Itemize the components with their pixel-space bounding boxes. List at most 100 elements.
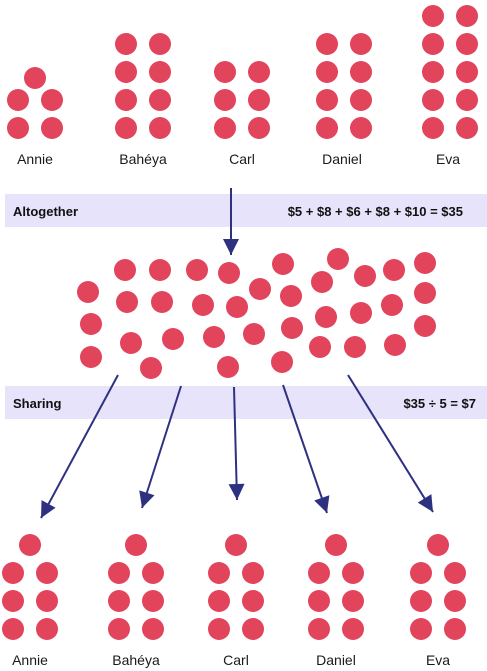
pool-coin — [414, 315, 436, 337]
top-coin — [115, 117, 137, 139]
top-coin — [456, 5, 478, 27]
top-coin — [456, 33, 478, 55]
altogether-equation: $5 + $8 + $6 + $8 + $10 = $35 — [288, 204, 463, 219]
top-coin — [149, 89, 171, 111]
pool-coin — [203, 326, 225, 348]
arrows-group — [40, 188, 434, 519]
bottom-coin — [427, 534, 449, 556]
pool-coin — [120, 332, 142, 354]
top-coin — [41, 117, 63, 139]
pool-coin — [226, 296, 248, 318]
bottom-coin — [242, 590, 264, 612]
top-coin — [456, 89, 478, 111]
pool-coin — [414, 282, 436, 304]
bottom-coin — [342, 562, 364, 584]
pool-coin — [311, 271, 333, 293]
bottom-coin — [342, 618, 364, 640]
top-coin — [248, 61, 270, 83]
bottom-coin — [2, 590, 24, 612]
top-name-baheya: Bahéya — [119, 151, 167, 167]
top-coin — [422, 33, 444, 55]
bottom-coin — [410, 590, 432, 612]
top-coin — [115, 89, 137, 111]
top-coin — [214, 117, 236, 139]
top-coin — [214, 61, 236, 83]
top-coin — [115, 61, 137, 83]
top-coin — [456, 117, 478, 139]
arrow-line — [233, 386, 238, 501]
top-coin — [350, 117, 372, 139]
bottom-name-daniel: Daniel — [316, 652, 356, 668]
bottom-coin — [2, 562, 24, 584]
pool-coin — [315, 306, 337, 328]
bottom-coin — [142, 618, 164, 640]
arrow-head — [228, 483, 245, 500]
top-coin — [316, 89, 338, 111]
top-coin — [422, 89, 444, 111]
sharing-band — [5, 386, 487, 419]
pool-coin — [162, 328, 184, 350]
top-coin — [248, 89, 270, 111]
pool-coin — [309, 336, 331, 358]
arrow-line — [141, 385, 182, 509]
bottom-coin — [242, 562, 264, 584]
top-name-eva: Eva — [436, 151, 460, 167]
top-coin — [456, 61, 478, 83]
pool-coin — [383, 259, 405, 281]
bottom-coin — [308, 562, 330, 584]
pool-coin — [116, 291, 138, 313]
bottom-coin — [142, 562, 164, 584]
pool-coin — [249, 278, 271, 300]
pool-coin — [140, 357, 162, 379]
top-coin — [422, 61, 444, 83]
top-coin — [422, 117, 444, 139]
pool-coin — [243, 323, 265, 345]
bottom-coin — [2, 618, 24, 640]
bottom-coin — [208, 590, 230, 612]
pool-coin — [186, 259, 208, 281]
top-coin — [115, 33, 137, 55]
sharing-label: Sharing — [13, 396, 61, 411]
top-coin — [316, 117, 338, 139]
bottom-name-baheya: Bahéya — [112, 652, 160, 668]
bottom-coin — [342, 590, 364, 612]
bottom-name-carl: Carl — [223, 652, 249, 668]
bottom-name-eva: Eva — [426, 652, 450, 668]
sharing-equation: $35 ÷ 5 = $7 — [403, 396, 476, 411]
pool-coin — [192, 294, 214, 316]
top-coin — [350, 61, 372, 83]
pool-coin — [149, 259, 171, 281]
bottom-coin — [208, 562, 230, 584]
pool-coin — [414, 252, 436, 274]
arrow-head — [139, 490, 155, 508]
bottom-coin — [36, 562, 58, 584]
altogether-band — [5, 194, 487, 227]
top-coin — [316, 61, 338, 83]
bottom-coin — [444, 590, 466, 612]
top-name-daniel: Daniel — [322, 151, 362, 167]
top-coin — [316, 33, 338, 55]
bottom-coin — [410, 618, 432, 640]
bottom-coin — [444, 562, 466, 584]
pool-coin — [217, 356, 239, 378]
bottom-coin — [108, 590, 130, 612]
arrow-head — [41, 500, 56, 518]
bottom-coin — [36, 618, 58, 640]
pool-coin — [344, 336, 366, 358]
bottom-coin — [208, 618, 230, 640]
pool-coin — [272, 253, 294, 275]
top-coin — [422, 5, 444, 27]
pool-coin — [80, 313, 102, 335]
altogether-label: Altogether — [13, 204, 78, 219]
pool-coin — [281, 317, 303, 339]
top-coin — [24, 67, 46, 89]
pool-coin — [327, 248, 349, 270]
bottom-coin — [108, 618, 130, 640]
bottom-coin — [19, 534, 41, 556]
bottom-name-annie: Annie — [12, 652, 48, 668]
bottom-coin — [142, 590, 164, 612]
top-coin — [149, 33, 171, 55]
bottom-coin — [410, 562, 432, 584]
top-name-annie: Annie — [17, 151, 53, 167]
pool-coin — [271, 351, 293, 373]
